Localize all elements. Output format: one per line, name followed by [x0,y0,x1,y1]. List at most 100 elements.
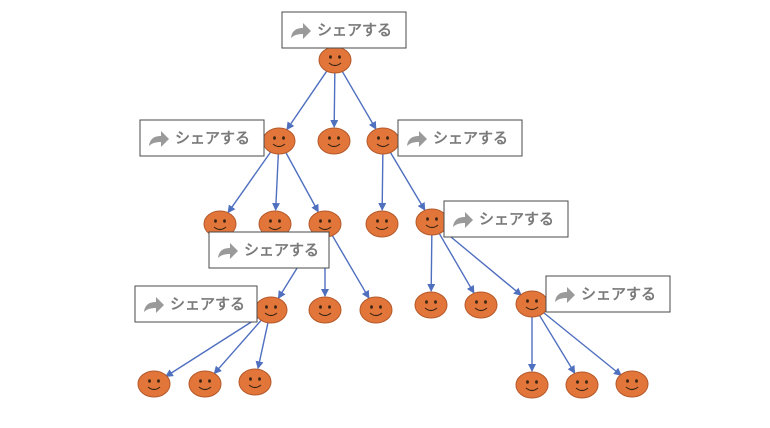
left-eye [377,136,380,140]
smile [248,384,262,389]
left-eye [214,219,217,223]
left-eye [526,299,529,303]
edge-c2c-to-c2c3 [542,311,622,376]
smiley-face-icon [238,368,272,396]
share-label-c: シェアする [397,119,523,157]
edge-a3a-to-a3a2 [213,319,263,375]
share-label-a: シェアする [139,119,265,157]
smiley-face-icon [262,127,296,155]
person-node-c1 [365,210,399,238]
right-eye [328,305,331,309]
smile [425,224,439,229]
smiley-face-icon [317,127,351,155]
person-node-a3a1 [137,370,171,398]
left-eye [576,380,579,384]
smiley-face-icon [254,296,288,324]
right-eye [385,219,388,223]
left-eye [265,305,268,309]
share-arrow-icon [144,297,164,313]
smile [376,143,390,148]
right-eye [585,380,588,384]
share-label-text: シェアする [244,241,319,259]
person-node-a3b [308,296,342,324]
right-eye [223,219,226,223]
person-node-c [366,127,400,155]
left-eye [329,55,332,59]
left-eye [426,217,429,221]
smiley-face-icon [318,46,352,74]
smiley-face-icon [359,296,393,324]
person-node-root [318,46,352,74]
person-node-c2c3 [615,370,649,398]
left-eye [319,219,322,223]
left-eye [626,379,629,383]
share-arrow-icon [218,243,238,259]
share-arrow-icon [291,23,311,39]
left-eye [526,380,529,384]
right-eye [258,377,261,381]
edge-c-to-c1 [378,153,387,212]
edge-c2c-to-c2c2 [538,314,576,374]
share-label-text: シェアする [170,295,245,313]
left-eye [148,379,151,383]
smiley-face-icon [515,290,549,318]
share-label-c2: シェアする [443,200,569,238]
person-node-b [317,127,351,155]
right-eye [434,300,437,304]
left-eye [475,300,478,304]
smiley-face-icon [515,371,549,399]
right-eye [535,299,538,303]
right-eye [282,136,285,140]
left-eye [269,219,272,223]
smile [268,226,282,231]
person-node-a3a3 [238,368,272,396]
left-eye [328,136,331,140]
share-arrow-icon [407,131,427,147]
smiley-face-icon [365,210,399,238]
smiley-face-icon [464,291,498,319]
edge-root-to-c [341,70,377,130]
share-arrow-icon [149,131,169,147]
smile [198,386,212,391]
share-label-a3a: シェアする [134,285,258,323]
nodes [137,46,649,399]
left-eye [249,377,252,381]
smiley-face-icon [137,370,171,398]
smiley-face-icon [415,208,449,236]
smile [474,307,488,312]
smile [375,226,389,231]
smiley-face-icon [366,127,400,155]
left-eye [273,136,276,140]
smile [575,387,589,392]
left-eye [370,305,373,309]
edge-a-to-a1 [227,151,272,214]
left-eye [376,219,379,223]
smile [147,386,161,391]
person-node-c2c2 [565,371,599,399]
smile [525,306,539,311]
smile [328,62,342,67]
person-node-c2c [515,290,549,318]
share-labels: シェアするシェアするシェアするシェアするシェアするシェアするシェアする [134,11,671,323]
share-label-root: シェアする [281,11,407,49]
right-eye [278,219,281,223]
edge-root-to-a [286,70,328,131]
person-node-c2a [414,291,448,319]
edge-a-to-a3 [285,152,319,213]
right-eye [635,379,638,383]
edge-c-to-c2 [389,151,426,211]
person-node-a [262,127,296,155]
smile [272,143,286,148]
right-eye [337,136,340,140]
smiley-face-icon [414,291,448,319]
smiley-face-icon [615,370,649,398]
edge-c2-to-c2c [442,229,522,296]
edge-a3-to-a3c [331,234,370,299]
smile [625,386,639,391]
smile [264,312,278,317]
share-label-text: シェアする [433,129,508,147]
share-arrow-icon [555,287,575,303]
smile [424,307,438,312]
edge-c2-to-c2b [438,232,475,294]
share-label-text: シェアする [581,285,656,303]
